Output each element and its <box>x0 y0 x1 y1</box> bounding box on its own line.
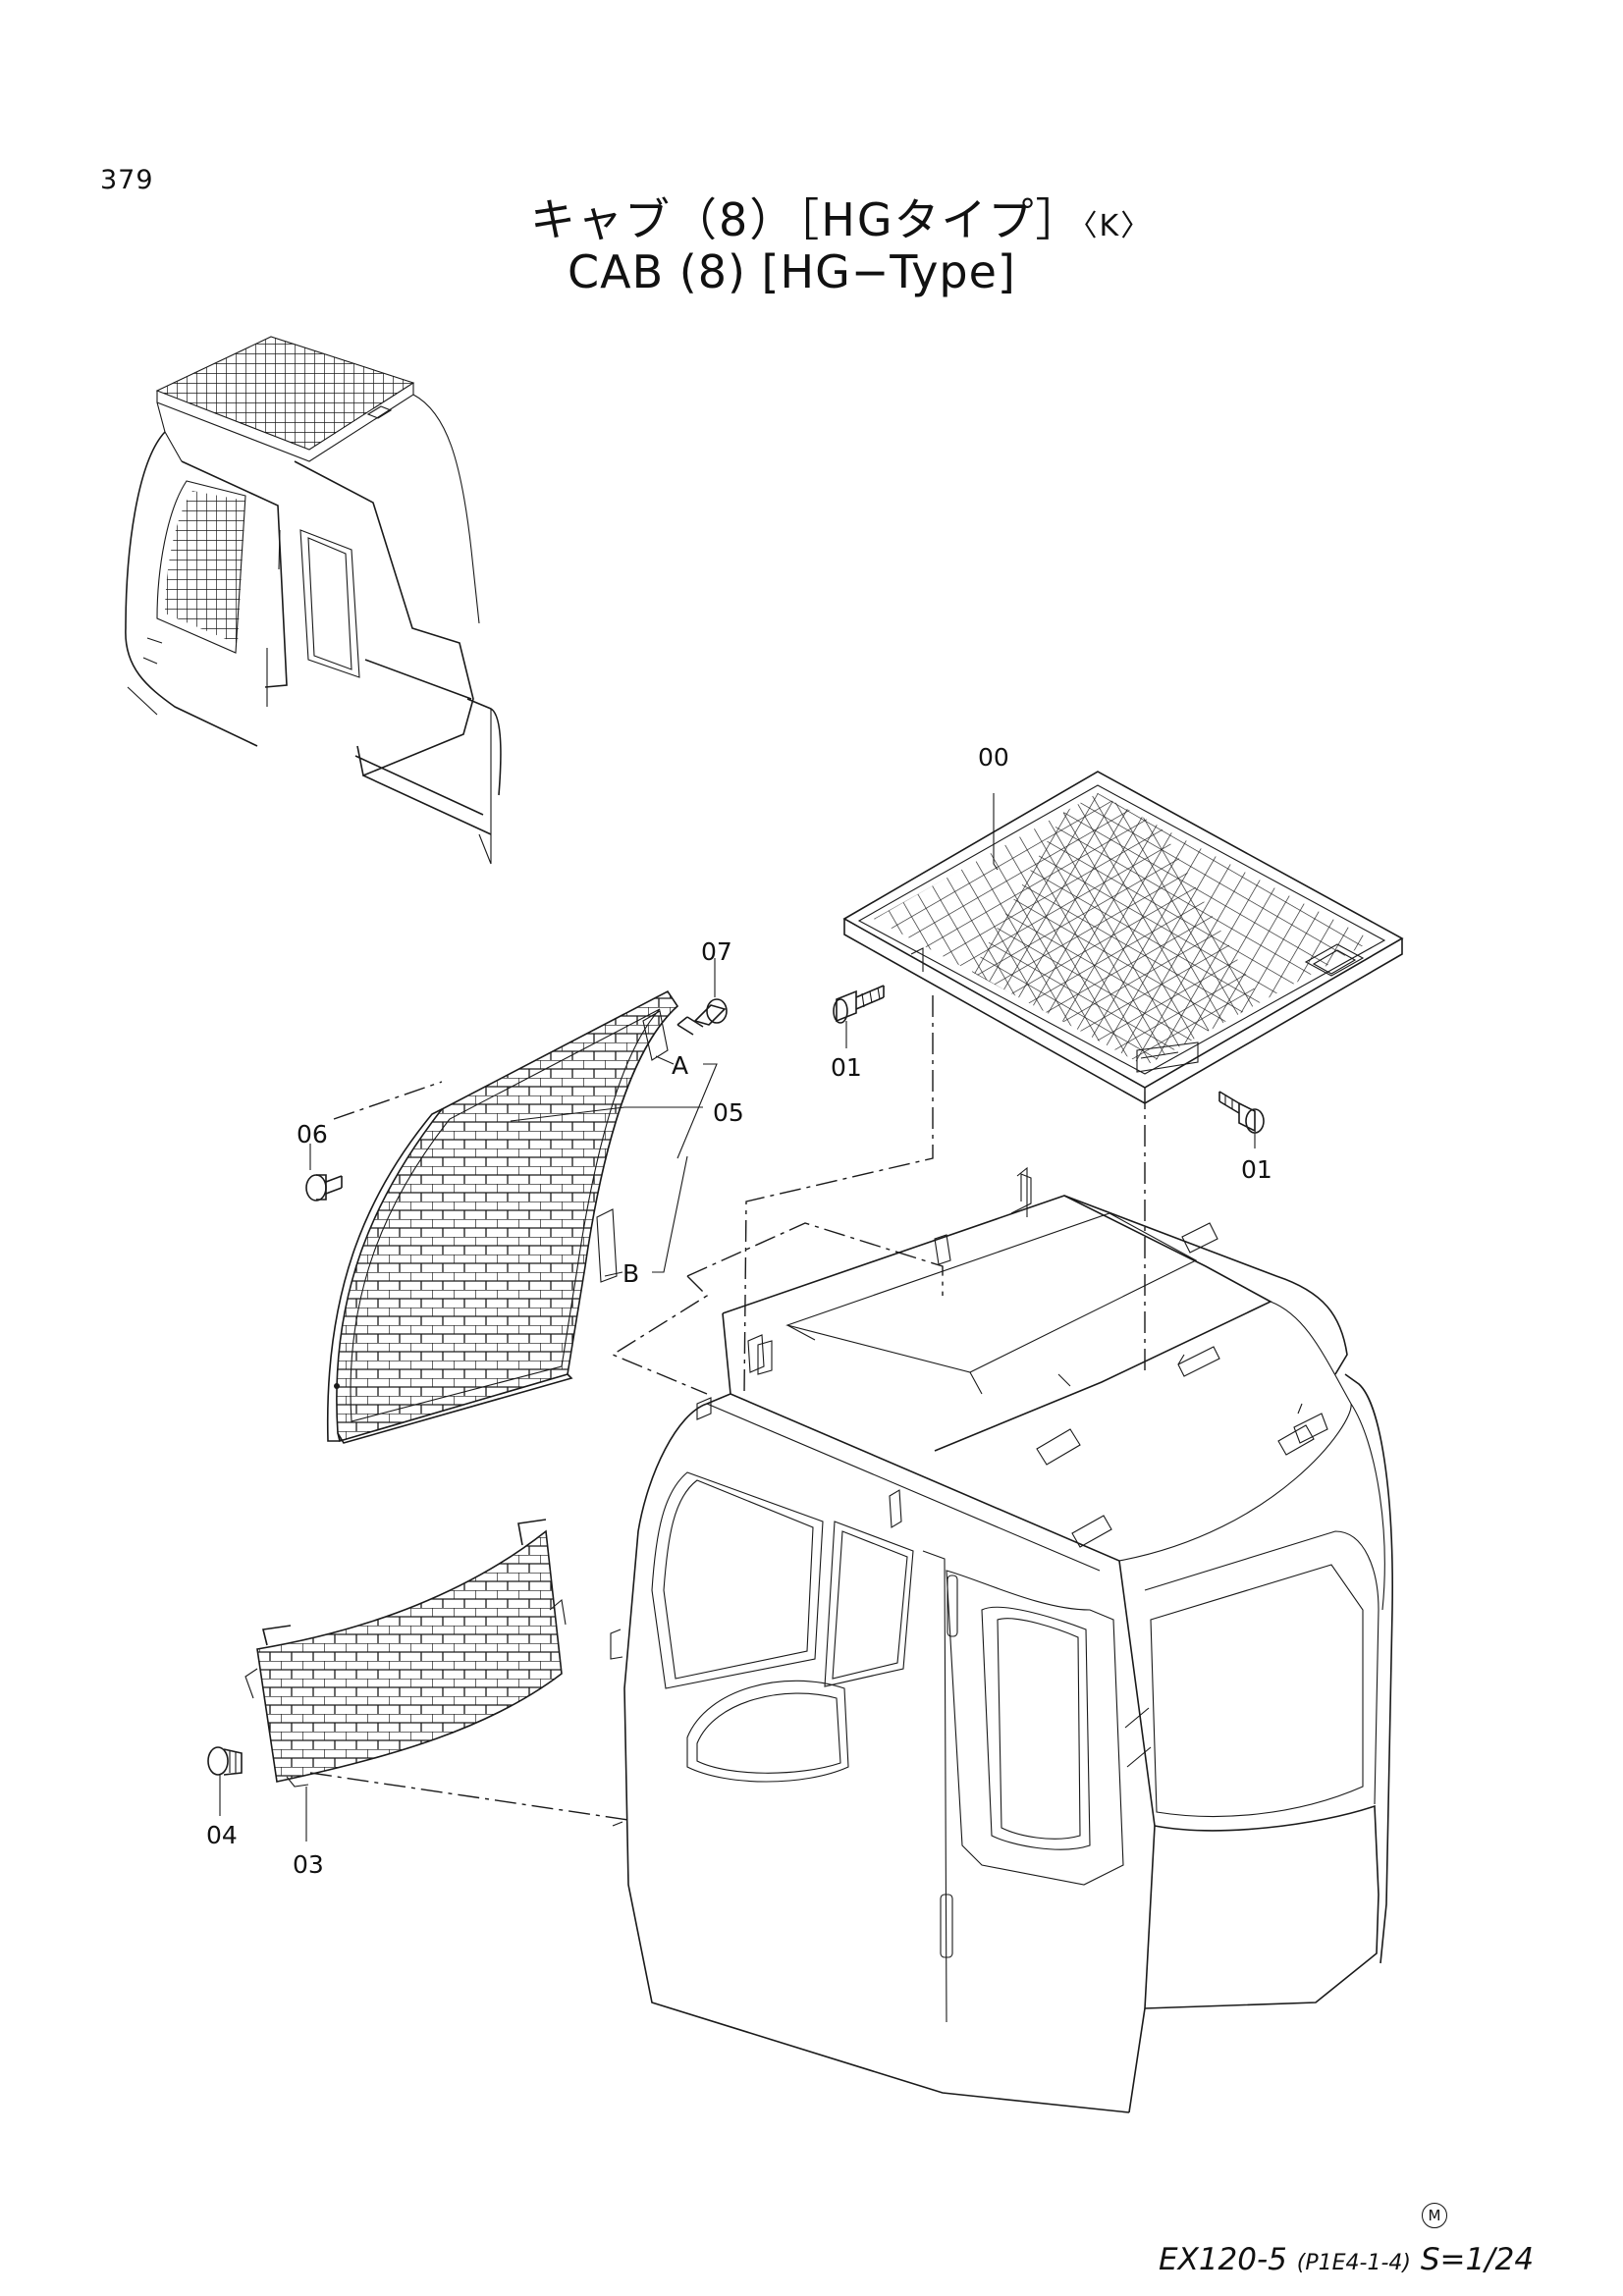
title-english: CAB (8) [HG−Type] <box>568 245 1016 298</box>
title-jp-main: キャブ（8）［HGタイプ］ <box>530 193 1083 246</box>
cab-body <box>610 1166 1393 2113</box>
callout-A: A <box>672 1051 688 1080</box>
page-number: 379 <box>100 165 154 195</box>
footer-model: EX120-5 <box>1159 2242 1287 2277</box>
cab-brackets <box>696 1222 1328 1444</box>
footer-ref: (P1E4-1-4) <box>1296 2251 1411 2275</box>
overview-sketch <box>125 336 502 865</box>
callout-04: 04 <box>206 1821 238 1849</box>
title-japanese: キャブ（8）［HGタイプ］〈K〉 <box>530 185 1152 249</box>
footer-model-ref: EX120-5 (P1E4-1-4) S=1/24 <box>1159 2242 1534 2277</box>
bolt-01-right <box>1218 1091 1265 1134</box>
bolt-04 <box>207 1746 243 1776</box>
callout-B: B <box>622 1259 639 1288</box>
bolt-06 <box>305 1174 343 1201</box>
manufacturer-mark: M <box>1422 2203 1447 2228</box>
callout-05: 05 <box>713 1098 744 1127</box>
callout-01-right: 01 <box>1241 1155 1272 1184</box>
front-guard <box>326 989 679 1444</box>
lower-guard <box>244 1519 567 1788</box>
callout-06: 06 <box>297 1120 328 1148</box>
callout-01-left: 01 <box>831 1053 862 1082</box>
callout-00: 00 <box>978 743 1009 772</box>
callout-03: 03 <box>293 1850 324 1879</box>
leader-lines <box>219 793 1256 1842</box>
callout-07: 07 <box>701 937 732 966</box>
bolt-01-left <box>833 985 885 1024</box>
bolt-07 <box>676 998 728 1036</box>
title-jp-suffix: 〈K〉 <box>1082 209 1153 243</box>
footer-scale: S=1/24 <box>1420 2242 1535 2277</box>
roof-guard <box>842 771 1404 1104</box>
